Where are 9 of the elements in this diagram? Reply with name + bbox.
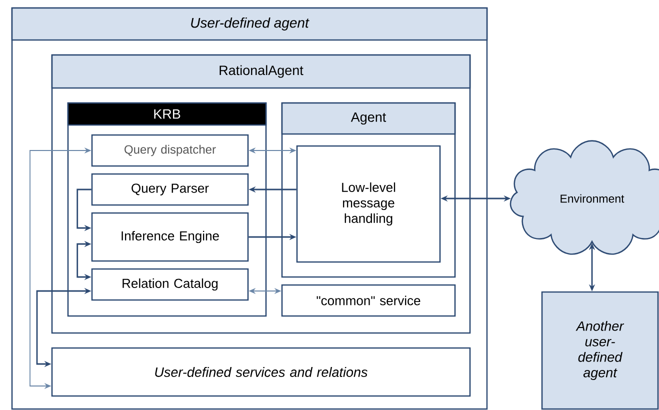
- service-box: User-defined services and relations: [51, 347, 471, 397]
- service-box: "common" service: [281, 284, 456, 317]
- component-box: Low-level message handling: [296, 145, 441, 263]
- component-box: Query dispatcher: [91, 134, 249, 167]
- component-box: Query Parser: [91, 173, 249, 206]
- environment-cloud: Environment: [510, 140, 659, 255]
- component-box: Relation Catalog: [91, 268, 249, 301]
- component-box: Inference Engine: [91, 212, 249, 262]
- agent-box: Another user-defined agent: [541, 291, 659, 410]
